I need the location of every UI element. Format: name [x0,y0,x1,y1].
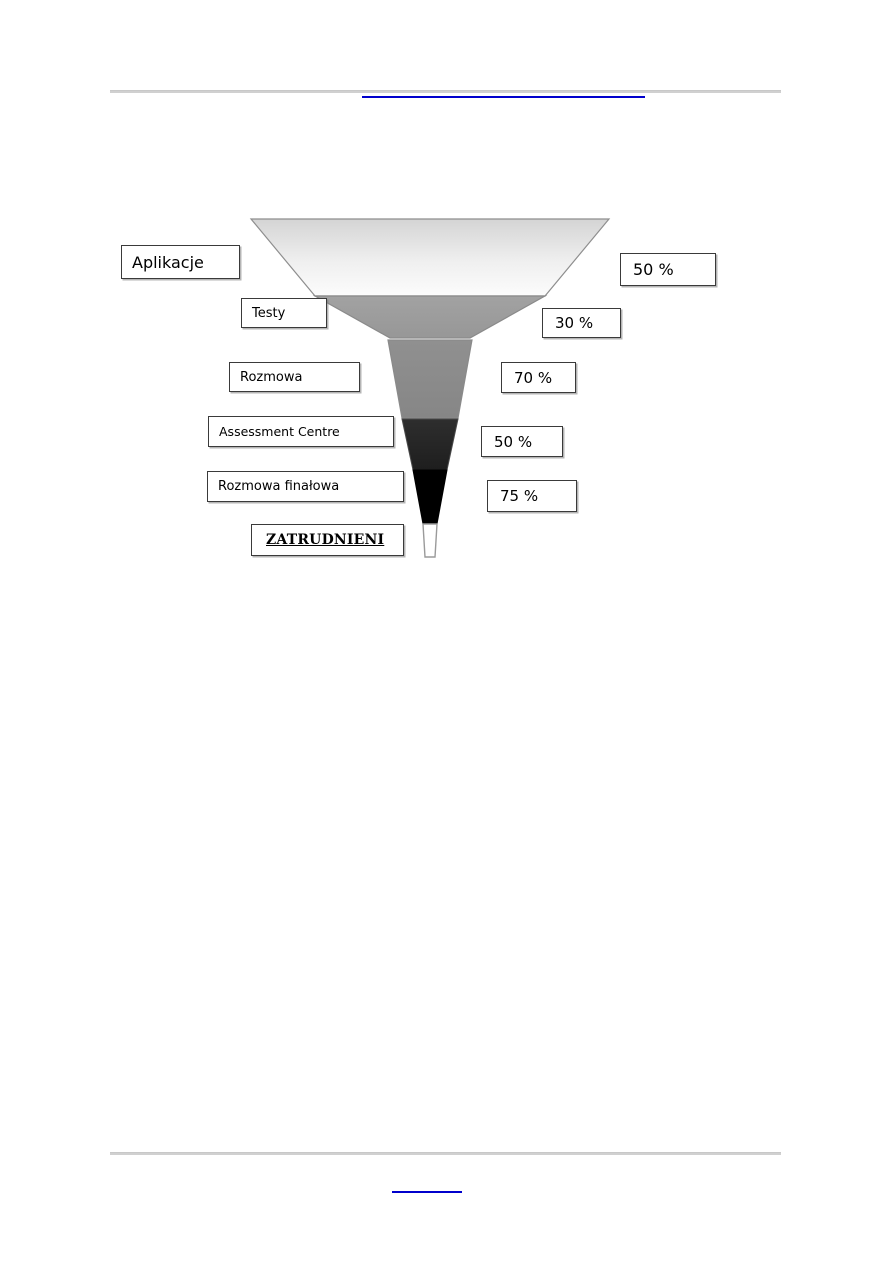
recruitment-funnel-diagram: Aplikacje Testy Rozmowa Assessment Centr… [0,0,893,620]
funnel-segment-rozmowa [387,339,473,419]
funnel-segment-rozmowa-finalowa [412,469,448,525]
funnel-label-assessment-centre-text: Assessment Centre [219,424,340,439]
funnel-label-rozmowa-text: Rozmowa [240,369,303,385]
header-divider [110,90,781,93]
footer-hyperlink-underline [392,1191,462,1193]
funnel-segment-assessment-centre [401,418,459,471]
funnel-rate-rozmowa-finalowa-text: 75 % [500,487,539,505]
funnel-segment-aplikacje [249,218,611,297]
funnel-segment-zatrudnieni [422,523,438,558]
funnel-rate-assessment-centre[interactable]: 50 % [481,426,563,457]
funnel-rate-testy[interactable]: 30 % [542,308,621,338]
header-hyperlink[interactable] [362,84,645,98]
funnel-label-rozmowa[interactable]: Rozmowa [229,362,360,392]
funnel-rate-testy-text: 30 % [555,314,594,332]
footer-hyperlink[interactable] [392,1180,462,1193]
funnel-label-assessment-centre[interactable]: Assessment Centre [208,416,394,447]
funnel-rate-aplikacje[interactable]: 50 % [620,253,716,286]
funnel-rate-rozmowa[interactable]: 70 % [501,362,576,393]
funnel-rate-aplikacje-text: 50 % [633,260,674,279]
funnel-rate-rozmowa-text: 70 % [514,368,553,387]
funnel-rate-rozmowa-finalowa[interactable]: 75 % [487,480,577,512]
funnel-label-aplikacje[interactable]: Aplikacje [121,245,240,279]
funnel-segment-testy [312,295,548,339]
funnel-label-testy[interactable]: Testy [241,298,327,328]
funnel-label-aplikacje-text: Aplikacje [132,252,204,272]
footer-divider [110,1152,781,1155]
funnel-label-zatrudnieni[interactable]: ZATRUDNIENI [251,524,404,556]
funnel-rate-assessment-centre-text: 50 % [494,432,533,451]
funnel-shape-graphic [249,218,611,558]
funnel-label-testy-text: Testy [252,305,286,321]
funnel-label-rozmowa-finalowa[interactable]: Rozmowa finałowa [207,471,404,502]
funnel-label-rozmowa-finalowa-text: Rozmowa finałowa [218,479,340,494]
funnel-label-zatrudnieni-text: ZATRUDNIENI [266,532,385,548]
header-hyperlink-underline [362,96,645,98]
